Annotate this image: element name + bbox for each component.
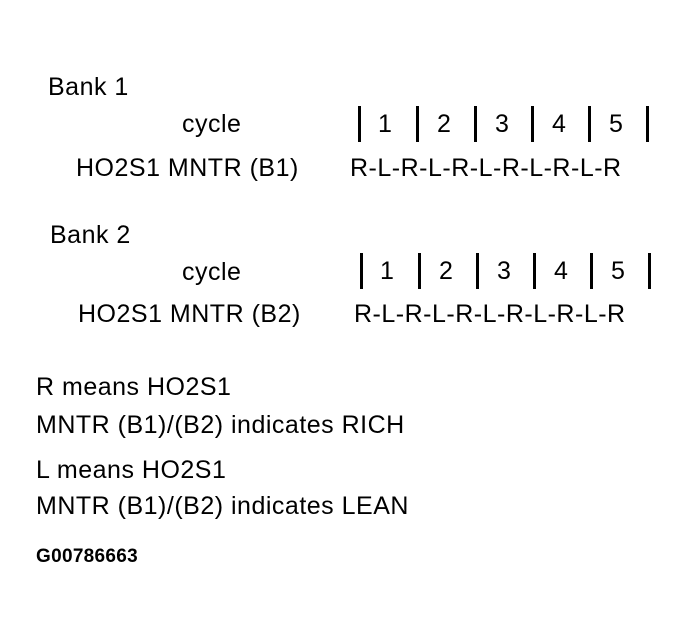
cycle-divider — [590, 253, 593, 289]
bank2-monitor-label: HO2S1 MNTR (B2) — [78, 300, 301, 328]
legend-l-line2: MNTR (B1)/(B2) indicates LEAN — [36, 492, 409, 520]
bank2-sequence: R-L-R-L-R-L-R-L-R-L-R — [354, 300, 626, 328]
bank2-title: Bank 2 — [50, 221, 131, 249]
bank1-cycle-label: cycle — [182, 110, 242, 138]
cycle-number: 1 — [380, 257, 394, 285]
cycle-divider — [646, 106, 649, 142]
cycle-divider — [474, 106, 477, 142]
bank1-monitor-label: HO2S1 MNTR (B1) — [76, 154, 299, 182]
cycle-number: 5 — [609, 110, 623, 138]
cycle-divider — [648, 253, 651, 289]
figure-id: G00786663 — [36, 546, 139, 567]
bank1-cycle-scale: 1 2 3 4 5 — [358, 106, 658, 142]
cycle-number: 2 — [437, 110, 451, 138]
cycle-divider — [476, 253, 479, 289]
cycle-number: 4 — [554, 257, 568, 285]
cycle-number: 3 — [495, 110, 509, 138]
cycle-divider — [588, 106, 591, 142]
cycle-number: 5 — [611, 257, 625, 285]
cycle-divider — [531, 106, 534, 142]
cycle-divider — [360, 253, 363, 289]
cycle-number: 4 — [552, 110, 566, 138]
legend-r-line1: R means HO2S1 — [36, 373, 232, 401]
legend-r-line2: MNTR (B1)/(B2) indicates RICH — [36, 411, 405, 439]
bank1-title: Bank 1 — [48, 73, 129, 101]
legend-l-line1: L means HO2S1 — [36, 456, 227, 484]
cycle-divider — [533, 253, 536, 289]
cycle-number: 3 — [497, 257, 511, 285]
bank1-sequence: R-L-R-L-R-L-R-L-R-L-R — [350, 154, 622, 182]
cycle-divider — [358, 106, 361, 142]
bank2-cycle-scale: 1 2 3 4 5 — [360, 253, 660, 289]
bank2-cycle-label: cycle — [182, 258, 242, 286]
cycle-number: 2 — [439, 257, 453, 285]
cycle-number: 1 — [378, 110, 392, 138]
cycle-divider — [418, 253, 421, 289]
cycle-divider — [416, 106, 419, 142]
